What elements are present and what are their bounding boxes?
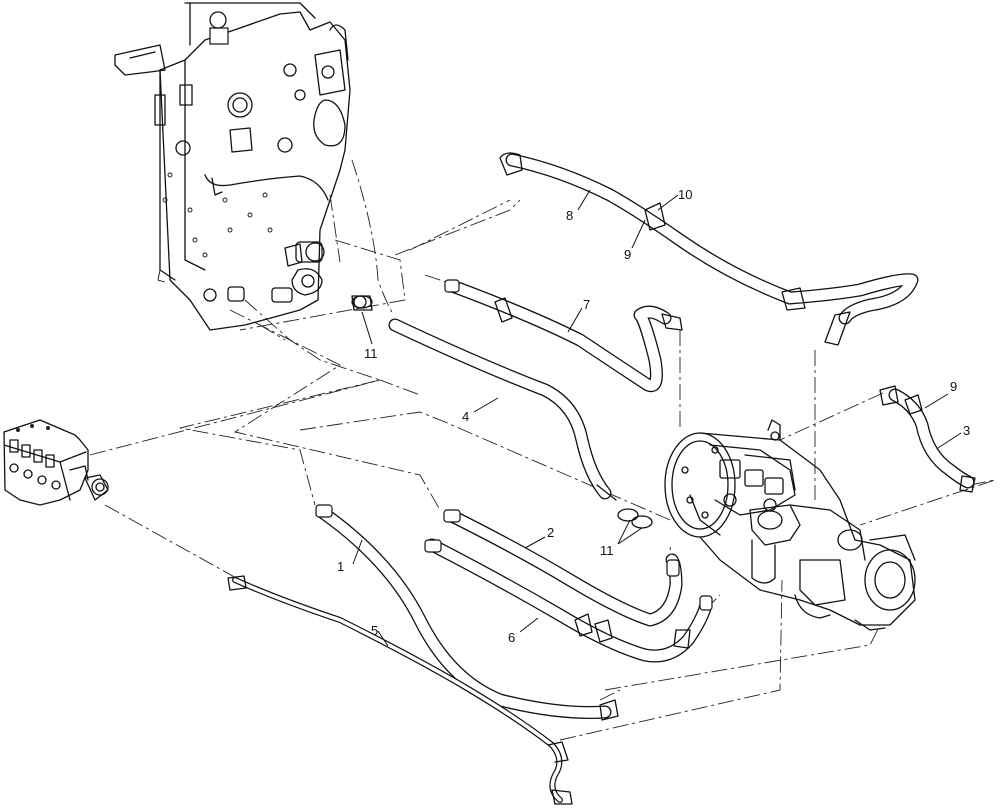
callout-7: 7 <box>583 297 590 312</box>
hose-1 <box>315 504 619 721</box>
callout-6: 6 <box>508 630 515 645</box>
callout-8: 8 <box>566 208 573 223</box>
leader-lines <box>352 189 962 647</box>
callout-3: 3 <box>963 423 970 438</box>
hose-2 <box>443 509 683 627</box>
callout-labels: 1 2 3 4 5 6 7 8 9 9 10 11 11 <box>337 187 970 645</box>
callout-4: 4 <box>462 409 469 424</box>
hydraulic-pump <box>664 419 916 631</box>
hose-7 <box>444 279 683 393</box>
callout-2: 2 <box>547 525 554 540</box>
callout-9-lower: 9 <box>950 379 957 394</box>
callout-10: 10 <box>678 187 692 202</box>
hose-6 <box>424 538 713 663</box>
control-valve <box>3 419 109 506</box>
frame-bulkhead <box>114 2 373 331</box>
hose-5 <box>227 575 573 805</box>
hose-4 <box>388 318 617 501</box>
callout-9-upper: 9 <box>624 247 631 262</box>
hose-8 <box>499 152 919 346</box>
hose-3 <box>879 385 976 493</box>
callout-1: 1 <box>337 559 344 574</box>
callout-11-lower: 11 <box>600 543 614 558</box>
callout-11-upper: 11 <box>364 346 378 361</box>
routing-centerlines <box>89 159 996 741</box>
callout-5: 5 <box>371 623 378 638</box>
